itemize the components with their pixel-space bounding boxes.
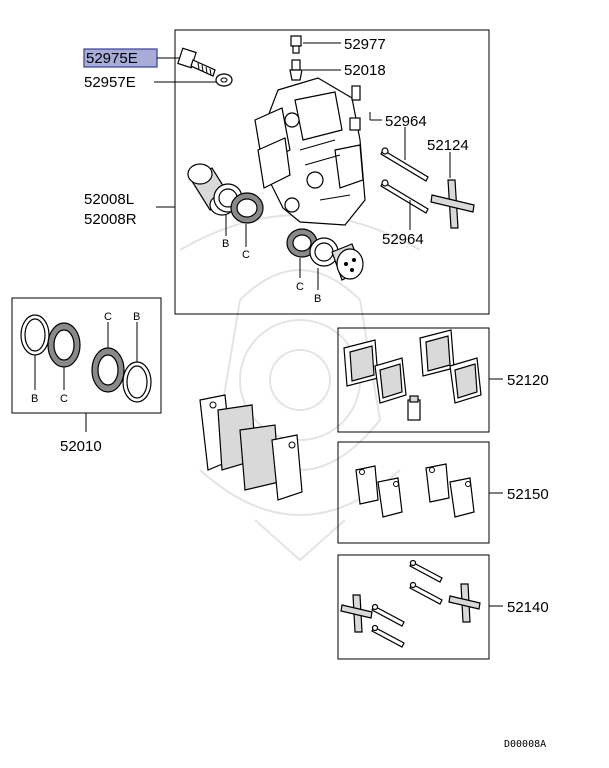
part-label-52964-bottom: 52964 (382, 231, 424, 248)
callout-kit-c1: C (60, 393, 68, 405)
pad-kit-52120-shim-2[interactable] (419, 329, 455, 377)
seal-kit-ring-b1[interactable] (20, 314, 50, 356)
pad-pin-bottom-52964[interactable] (380, 179, 429, 214)
shim-kit-52150-shim-1[interactable] (355, 465, 379, 505)
callout-b-left: B (222, 238, 229, 250)
pin-kit-52140-pin-4[interactable] (409, 581, 443, 605)
part-label-52120: 52120 (507, 372, 549, 389)
anti-rattle-clip-52124[interactable] (430, 179, 475, 229)
caliper-body[interactable] (254, 77, 366, 226)
part-label-52977: 52977 (344, 36, 386, 53)
pad-kit-52120-shim-1[interactable] (343, 339, 379, 387)
part-label-52010: 52010 (60, 438, 102, 455)
bolt-52975E[interactable] (177, 47, 216, 77)
part-label-52018: 52018 (344, 62, 386, 79)
piston-seal-left[interactable] (230, 192, 264, 224)
callout-kit-b2: B (133, 311, 140, 323)
shim-kit-52150-shim-3[interactable] (425, 463, 450, 503)
callout-kit-c2: C (104, 311, 112, 323)
pin-kit-52140-pin-3[interactable] (409, 559, 443, 583)
callout-b-right: B (314, 293, 321, 305)
callout-c-right: C (296, 281, 304, 293)
seal-kit-ring-c1[interactable] (47, 322, 81, 368)
bleeder-cap-52977[interactable] (290, 35, 302, 54)
pad-kit-52120-frame (337, 327, 490, 433)
pin-kit-52140-pin-2[interactable] (371, 624, 405, 648)
callout-c-left: C (242, 249, 250, 261)
pad-kit-52120-grease-pack[interactable] (407, 395, 421, 421)
pin-kit-52140-clip-2[interactable] (448, 583, 481, 623)
seal-kit-ring-c2[interactable] (91, 347, 125, 393)
caliper-assembly-frame (174, 29, 490, 315)
part-label-52124: 52124 (427, 137, 469, 154)
piston-seal-right[interactable] (286, 228, 318, 258)
pin-kit-52140-frame (337, 554, 490, 660)
pin-kit-52140-pin-1[interactable] (371, 603, 405, 627)
pad-kit-52120-pad-2[interactable] (449, 357, 482, 404)
part-label-52964-top: 52964 (385, 113, 427, 130)
piston-right[interactable] (331, 243, 364, 281)
brake-pad-center-2[interactable] (239, 424, 303, 501)
part-label-52975E[interactable]: 52975E (86, 50, 138, 67)
part-label-52008R: 52008R (84, 211, 137, 228)
callout-kit-b1: B (31, 393, 38, 405)
pad-pin-top-52964[interactable] (380, 147, 429, 182)
part-label-52150: 52150 (507, 486, 549, 503)
seal-kit-ring-b2[interactable] (122, 361, 152, 403)
part-label-52140: 52140 (507, 599, 549, 616)
part-label-52008L: 52008L (84, 191, 134, 208)
drawing-code: D00008A (504, 739, 546, 750)
washer-52957E[interactable] (215, 73, 233, 87)
shim-kit-52150-shim-4[interactable] (449, 477, 475, 518)
part-label-52957E: 52957E (84, 74, 136, 91)
shim-kit-52150-shim-2[interactable] (377, 477, 403, 518)
pin-kit-52140-clip-1[interactable] (340, 594, 373, 633)
pad-kit-52120-pad-1[interactable] (374, 357, 407, 404)
bleeder-screw-52018[interactable] (289, 59, 303, 81)
